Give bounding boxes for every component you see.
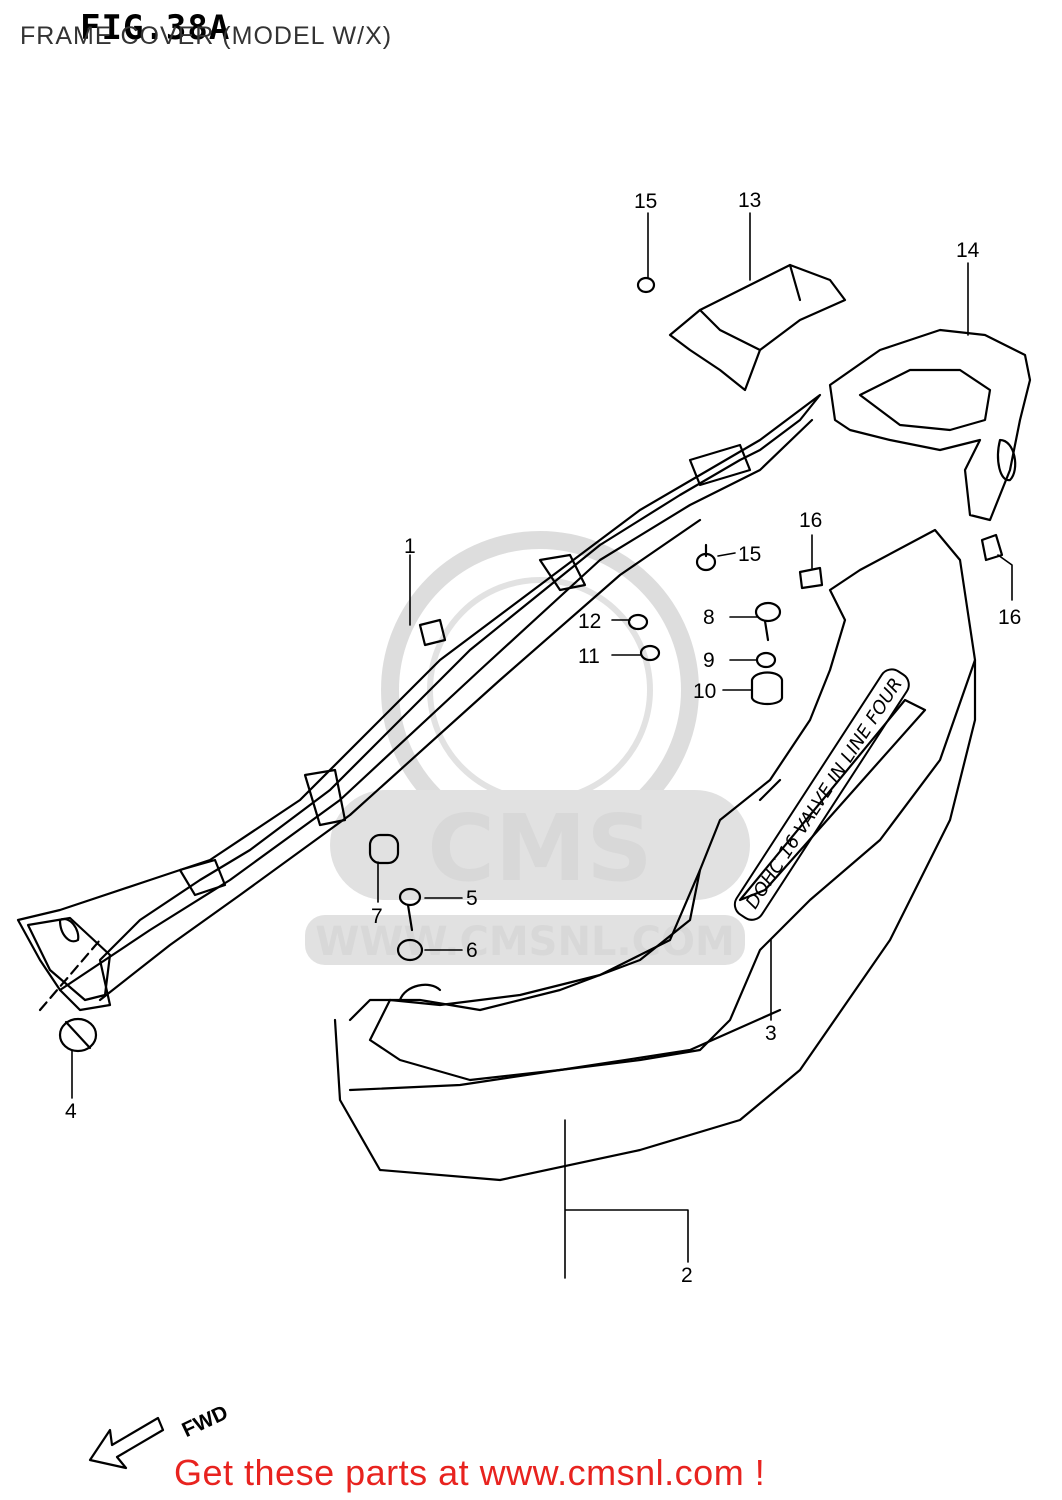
callout-13: 13 [738,189,761,212]
callout-1: 1 [404,535,416,558]
part-9-washer [755,651,777,669]
part-16-clip-right [980,533,1004,562]
callout-10: 10 [693,680,716,703]
decal-label: DOHC 16 VALVE IN LINE FOUR [733,668,910,921]
part-14-tail-piece [828,328,1032,522]
figure-title: FRAME COVER (MODEL W/X) [20,22,393,50]
callout-3: 3 [765,1022,777,1045]
callout-15-lower: 15 [738,543,761,566]
callout-14: 14 [956,239,980,262]
part-3-side-cover [333,528,977,1182]
callout-numbers: 1 2 3 4 5 6 7 8 9 10 11 12 13 14 15 15 1… [65,189,1021,1287]
part-1-frame-cover-rail [16,393,822,1012]
leader-lines [71,212,1013,1279]
callout-11: 11 [578,645,600,668]
part-12-washer [627,613,649,631]
callout-15-upper: 15 [634,190,657,213]
part-5-screw [398,887,422,932]
callout-4: 4 [65,1100,77,1123]
callout-2: 2 [681,1264,693,1287]
part-11-screw [639,644,661,662]
part-10-damper [750,671,784,706]
watermark: CMS WWW.CMSNL.COM [305,531,750,965]
fwd-label: FWD [178,1401,231,1442]
part-15-screw-upper [636,276,656,294]
callout-9: 9 [703,649,715,672]
callout-16-right: 16 [998,606,1021,629]
part-7-cushion [368,833,400,865]
part-4-grommet [58,1017,98,1053]
callout-5: 5 [466,887,478,910]
footer-parts-link[interactable]: Get these parts at www.cmsnl.com ! [174,1452,766,1493]
part-15-screw-lower [695,543,717,572]
part-13-tail-cover [668,263,847,392]
part-16-clip-left [798,566,824,590]
callout-16-left: 16 [799,509,822,532]
callout-8: 8 [703,606,715,629]
watermark-brand: CMS [427,795,652,902]
part-8-bolt [754,601,782,642]
fwd-arrow-icon [88,1416,165,1470]
callout-7: 7 [371,905,383,928]
part-6-collar [396,938,424,962]
callout-12: 12 [578,610,601,633]
callout-6: 6 [466,939,478,962]
figure-id: FIG.38A [80,8,231,48]
